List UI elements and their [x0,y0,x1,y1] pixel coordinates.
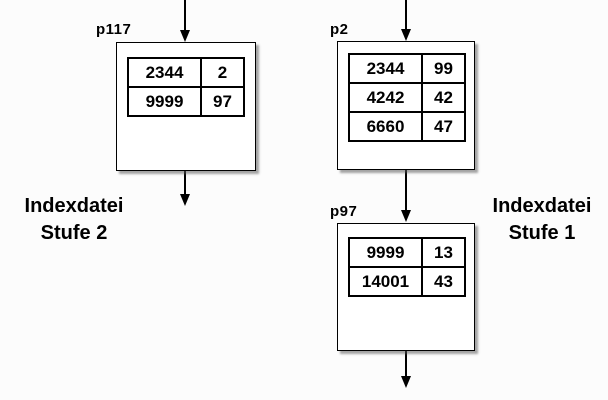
arrow-head-icon [401,29,411,41]
arrow-out-of-p97 [401,351,411,388]
caption-line-2: Stufe 1 [508,222,576,244]
arrow-head-icon [180,194,190,206]
arrow-head-icon [401,376,411,388]
arrow-into-p117 [180,0,190,42]
key-cell: 9999 [145,92,184,111]
key-cell: 2344 [145,63,184,82]
arrow-shaft [405,351,407,378]
key-cell: 2344 [366,59,405,78]
caption-line-1: Indexdatei [492,195,592,217]
table-row: 6660 47 [350,111,464,140]
index-page-node-p97: 9999 13 14001 43 [337,223,475,351]
caption-indexdatei-stufe-1: Indexdatei Stufe 1 [486,193,598,247]
key-cell: 4242 [366,88,405,107]
key-cell: 9999 [366,243,405,262]
arrow-head-icon [180,30,190,42]
arrow-into-p2 [401,0,411,41]
index-page-node-p2: 2344 99 4242 42 6660 47 [337,41,475,170]
key-pointer-table-p97: 9999 13 14001 43 [348,237,466,297]
arrow-shaft [405,170,407,212]
table-row: 9999 97 [129,86,243,115]
table-row: 2344 99 [350,55,464,82]
arrow-shaft [405,0,407,31]
caption-indexdatei-stufe-2: Indexdatei Stufe 2 [18,193,130,247]
pointer-cell: 43 [421,268,464,295]
pointer-cell: 97 [200,88,243,115]
table-row: 2344 2 [129,59,243,86]
table-row: 9999 13 [350,239,464,266]
arrow-shaft [184,171,186,196]
pointer-cell: 47 [421,113,464,140]
arrow-p2-to-p97 [401,170,411,222]
table-row: 4242 42 [350,82,464,111]
node-label-p97: p97 [330,203,358,220]
key-pointer-table-p117: 2344 2 9999 97 [127,57,245,117]
pointer-cell: 42 [421,84,464,111]
caption-line-2: Stufe 2 [40,222,108,244]
table-row: 14001 43 [350,266,464,295]
key-pointer-table-p2: 2344 99 4242 42 6660 47 [348,53,466,142]
node-label-p2: p2 [330,21,349,38]
node-label-p117: p117 [96,21,132,38]
key-cell: 6660 [366,117,405,136]
index-page-node-p117: 2344 2 9999 97 [116,42,256,171]
arrow-out-of-p117 [180,171,190,206]
key-cell: 14001 [361,272,410,291]
pointer-cell: 2 [200,59,243,86]
arrow-shaft [184,0,186,32]
caption-line-1: Indexdatei [24,195,124,217]
pointer-cell: 13 [421,239,464,266]
arrow-head-icon [401,210,411,222]
pointer-cell: 99 [421,55,464,82]
